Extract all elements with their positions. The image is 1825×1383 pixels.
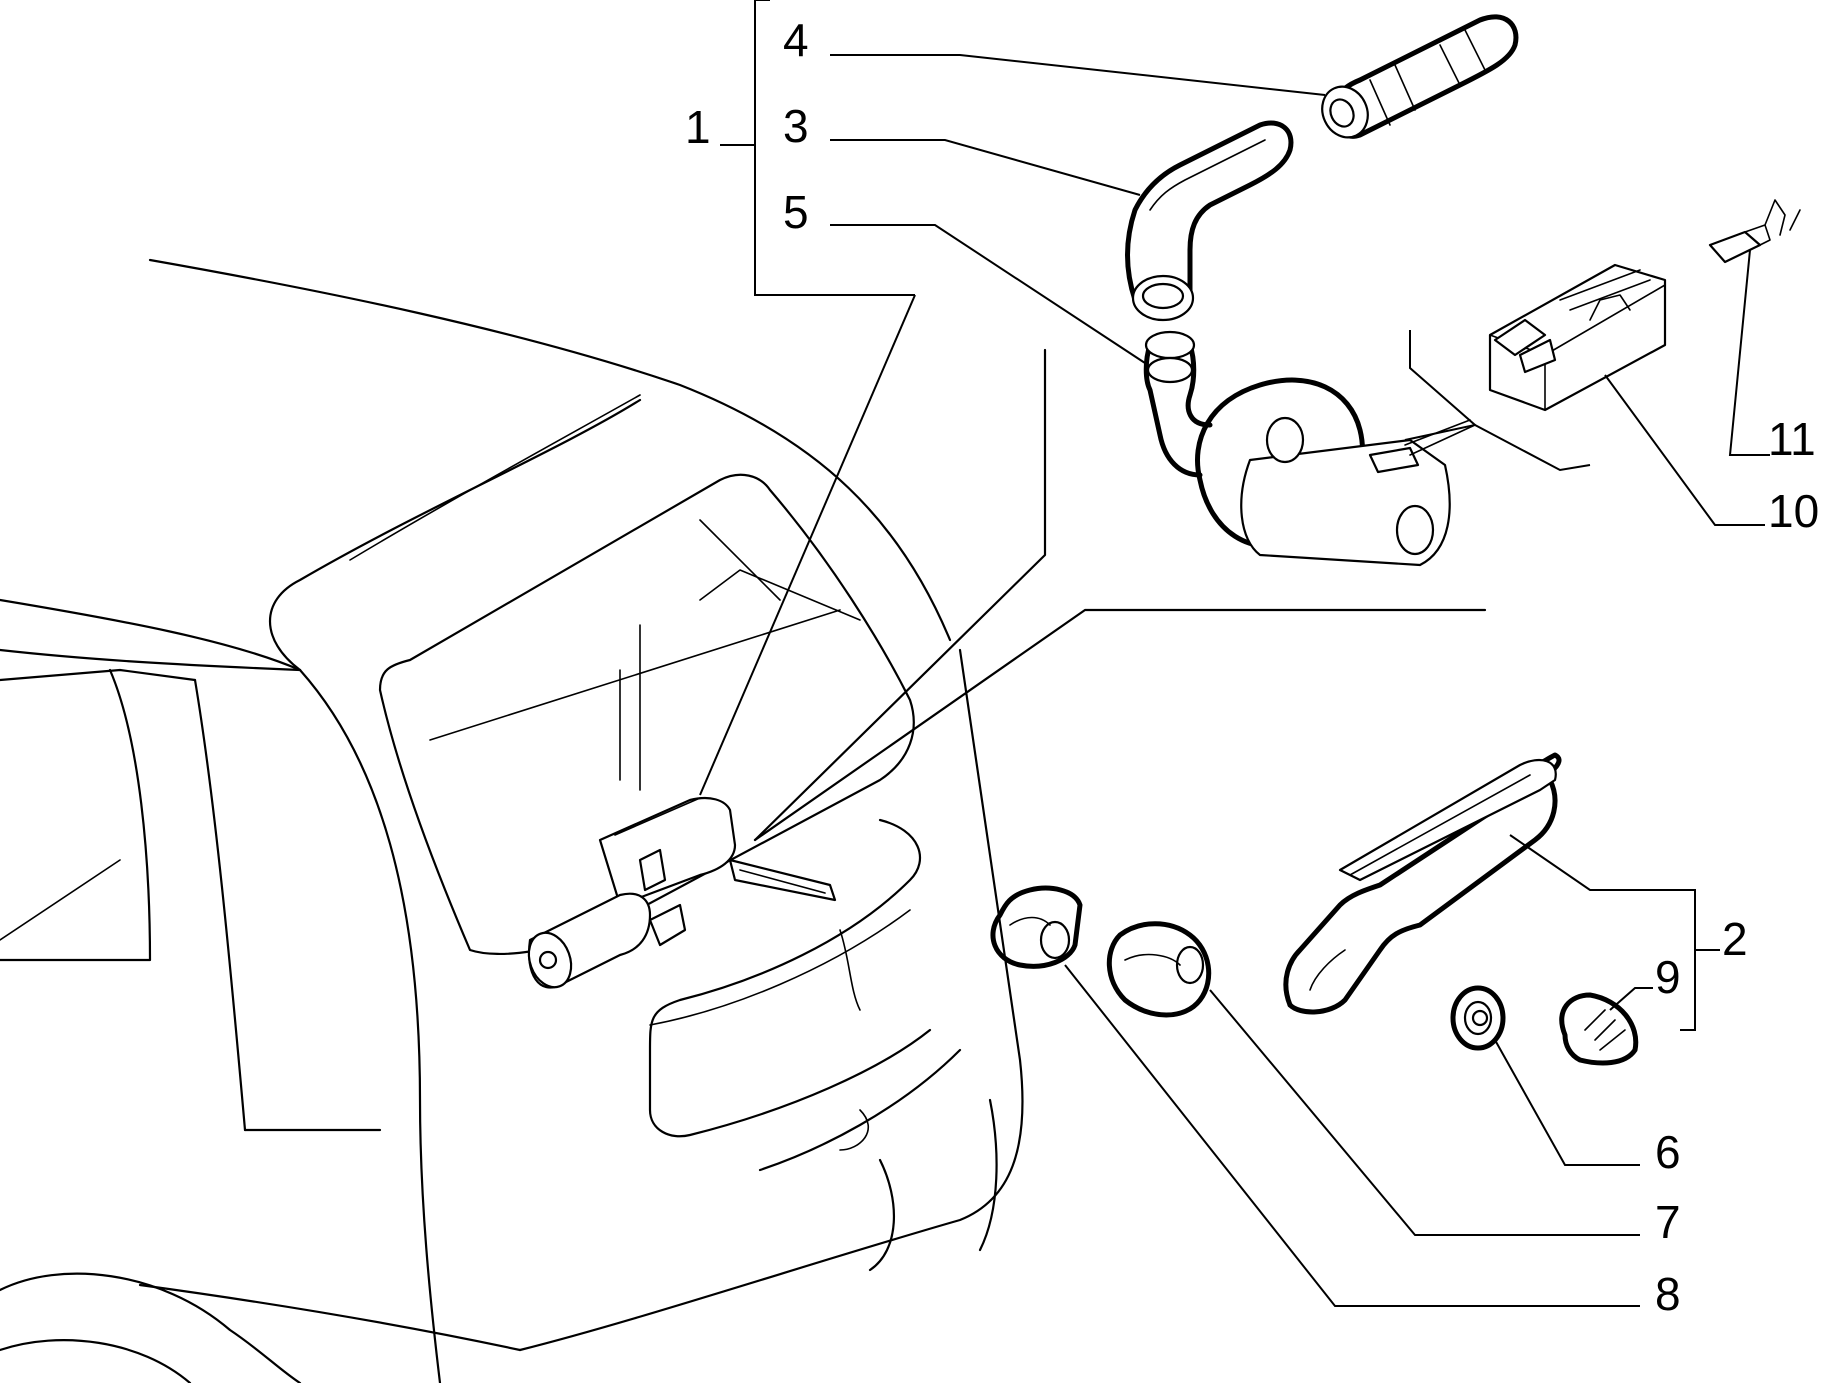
leaders-3-4-5 (830, 54, 1326, 366)
leaders-10-11 (1604, 374, 1765, 526)
callout-6: 6 (1655, 1126, 1681, 1178)
bracket-group-1 (720, 0, 915, 296)
callout-9: 9 (1655, 951, 1681, 1003)
callout-1: 1 (685, 101, 711, 153)
part-7-grommet (1106, 921, 1640, 1236)
bracket-group-2 (1509, 834, 1720, 1031)
callout-10: 10 (1768, 485, 1819, 537)
callout-5: 5 (783, 186, 809, 238)
part-9-cap (1559, 987, 1653, 1066)
callout-2: 2 (1722, 913, 1748, 965)
part-3-hose (1125, 120, 1294, 322)
wiper-motor-installed (527, 796, 837, 989)
callout-4: 4 (783, 14, 809, 66)
part-11-terminal (1708, 199, 1801, 456)
callout-11: 11 (1768, 413, 1816, 465)
callout-7: 7 (1655, 1196, 1681, 1248)
callout-3: 3 (783, 100, 809, 152)
assembly-zoom-lines (699, 294, 1487, 842)
callout-labels: 1 4 3 5 11 10 2 9 6 7 8 (685, 14, 1819, 1320)
vehicle-rear-outline (0, 258, 1024, 1383)
part-6-nut (1450, 985, 1640, 1166)
connector-leader-lines (1404, 330, 1591, 472)
part-10-connector (1488, 263, 1667, 412)
part-4-nozzle (1321, 14, 1519, 139)
callout-8: 8 (1655, 1268, 1681, 1320)
part-5-pump (1143, 330, 1476, 567)
part-8-bushing (990, 885, 1640, 1307)
part-2-wiper-arm (1283, 752, 1562, 1015)
